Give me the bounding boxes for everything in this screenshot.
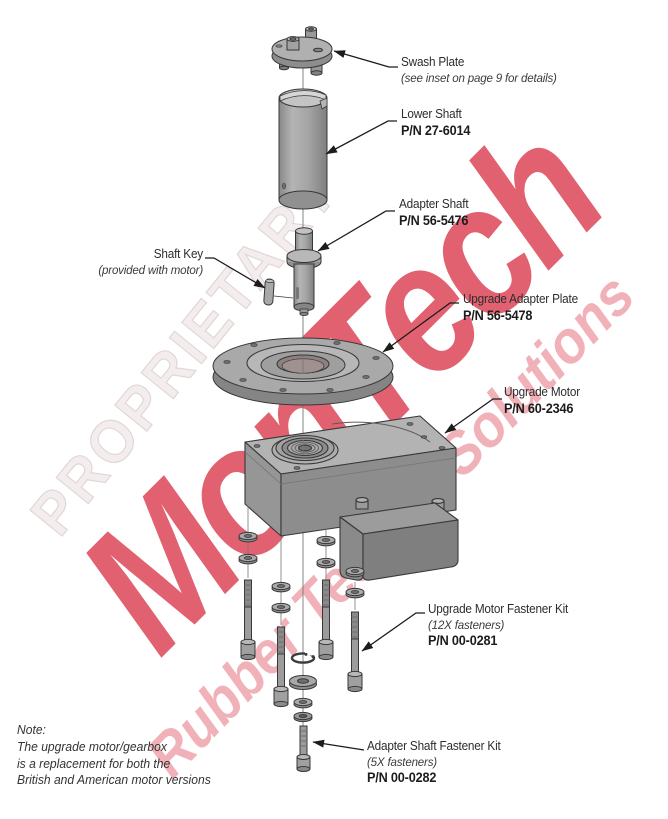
leader-upgrade-motor-fastener-kit [361,612,425,652]
lower-shaft-drawing [278,88,328,210]
part-note: (provided with motor) [98,262,203,277]
part-title: Upgrade Motor Fastener Kit [428,602,569,616]
callout-upgrade-adapter-plate: Upgrade Adapter Plate P/N 56-5478 [463,292,578,323]
note-line: British and American motor versions [17,773,211,788]
part-title: Lower Shaft [401,107,462,121]
note-line: The upgrade motor/gearbox [17,739,167,754]
leader-upgrade-motor [444,398,502,434]
part-title: Swash Plate [401,55,465,69]
footer-note: Note: The upgrade motor/gearbox is a rep… [17,722,211,789]
callout-shaft-key: Shaft Key (provided with motor) [50,247,203,278]
leader-swash-plate [333,50,398,68]
part-number: P/N 00-0282 [367,770,437,785]
shaft-key-drawing [263,278,294,306]
part-title: Upgrade Adapter Plate [463,292,578,306]
leader-upgrade-adapter-plate [382,302,459,353]
callout-adapter-shaft: Adapter Shaft P/N 56-5476 [399,197,469,228]
part-note: (12X fasteners) [428,617,505,632]
leader-lower-shaft [325,120,397,155]
center-fastener-stack [289,650,317,772]
callout-lower-shaft: Lower Shaft P/N 27-6014 [401,107,470,138]
leader-adapter-shaft [317,210,395,252]
part-title: Shaft Key [153,247,203,261]
part-title: Adapter Shaft [399,197,469,211]
part-number: P/N 60-2346 [504,400,574,416]
gearbox-housing-drawing [339,497,459,581]
swash-plate-drawing [271,26,333,76]
leader-adapter-shaft-fastener-kit [312,739,365,751]
callout-upgrade-motor: Upgrade Motor P/N 60-2346 [504,385,580,416]
upgrade-adapter-plate-drawing [212,337,394,406]
part-number: P/N 56-5476 [399,212,469,228]
part-number: P/N 56-5478 [463,307,533,323]
note-heading: Note: [17,723,46,737]
part-number: P/N 27-6014 [401,122,471,138]
part-note: (5X fasteners) [367,754,437,769]
note-line: is a replacement for both the [17,756,171,771]
part-title: Adapter Shaft Fastener Kit [367,739,501,753]
callout-swash-plate: Swash Plate (see inset on page 9 for det… [401,55,557,86]
part-title: Upgrade Motor [504,385,580,399]
adapter-shaft-drawing [286,227,322,316]
callout-upgrade-motor-fastener-kit: Upgrade Motor Fastener Kit (12X fastener… [428,602,568,649]
leader-lines [205,50,502,751]
leader-shaft-key [205,257,266,289]
part-note: (see inset on page 9 for details) [401,70,557,85]
callout-adapter-shaft-fastener-kit: Adapter Shaft Fastener Kit (5X fasteners… [367,739,501,786]
part-number: P/N 00-0281 [428,633,498,648]
